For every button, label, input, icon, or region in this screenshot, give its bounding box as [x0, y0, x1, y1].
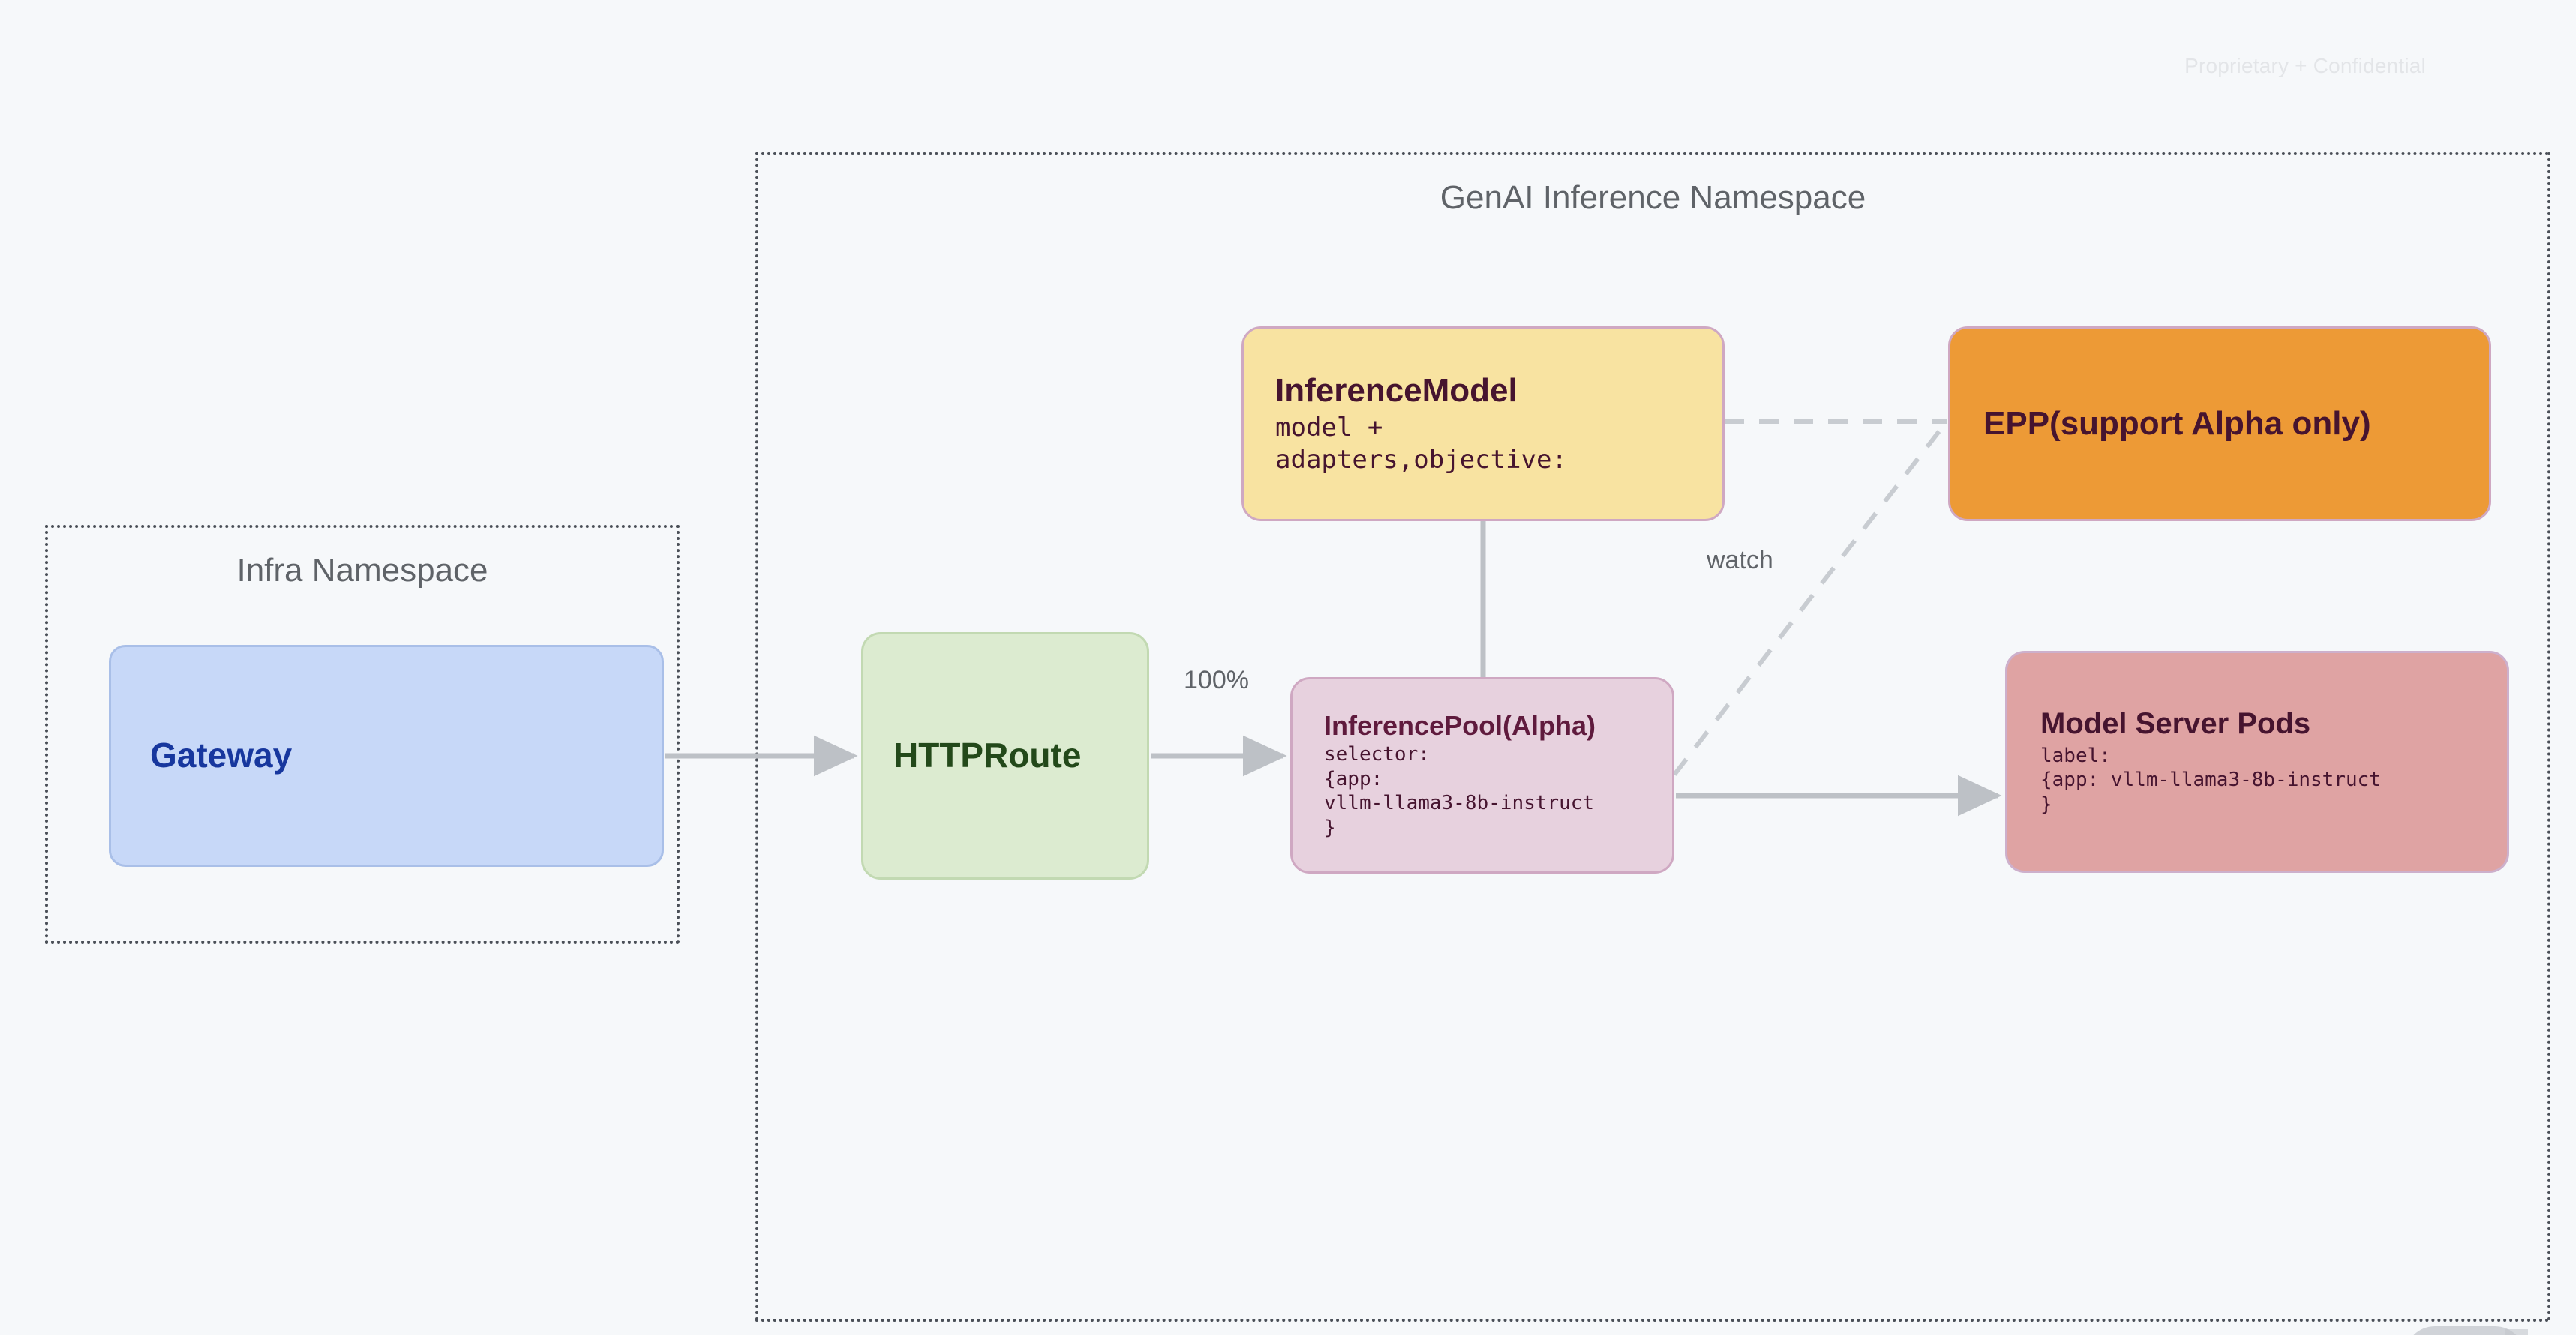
epp-title: EPP(support Alpha only): [1983, 405, 2371, 442]
infra-namespace-title: Infra Namespace: [236, 552, 488, 589]
edge-label-traffic-weight: 100%: [1184, 666, 1249, 694]
httproute-title: HTTPRoute: [893, 736, 1082, 776]
node-httproute[interactable]: HTTPRoute: [861, 632, 1149, 880]
cropped-corner-artifact: [2405, 1326, 2525, 1335]
cropped-corner-artifact-secondary: [2505, 1329, 2528, 1335]
inference-model-spec: model + adapters,objective:: [1275, 412, 1567, 475]
genai-inference-namespace-container: GenAI Inference Namespace: [755, 152, 2550, 1322]
inference-pool-title: InferencePool(Alpha): [1324, 710, 1596, 741]
node-model-server-pods[interactable]: Model Server Pods label: {app: vllm-llam…: [2005, 651, 2509, 873]
model-server-pods-title: Model Server Pods: [2040, 706, 2311, 740]
node-epp[interactable]: EPP(support Alpha only): [1948, 326, 2491, 521]
node-inference-model[interactable]: InferenceModel model + adapters,objectiv…: [1241, 326, 1725, 521]
edge-label-watch: watch: [1707, 546, 1773, 574]
gateway-title: Gateway: [150, 736, 293, 776]
infra-namespace-container: Infra Namespace: [45, 525, 680, 944]
node-inference-pool[interactable]: InferencePool(Alpha) selector: {app: vll…: [1290, 677, 1674, 874]
model-server-pods-label: label: {app: vllm-llama3-8b-instruct }: [2040, 744, 2381, 816]
genai-inference-namespace-title: GenAI Inference Namespace: [1440, 179, 1866, 216]
inference-model-title: InferenceModel: [1275, 371, 1518, 409]
node-gateway[interactable]: Gateway: [109, 645, 664, 867]
proprietary-confidential-watermark: Proprietary + Confidential: [2184, 54, 2426, 77]
inference-pool-selector: selector: {app: vllm-llama3-8b-instruct …: [1324, 743, 1595, 839]
